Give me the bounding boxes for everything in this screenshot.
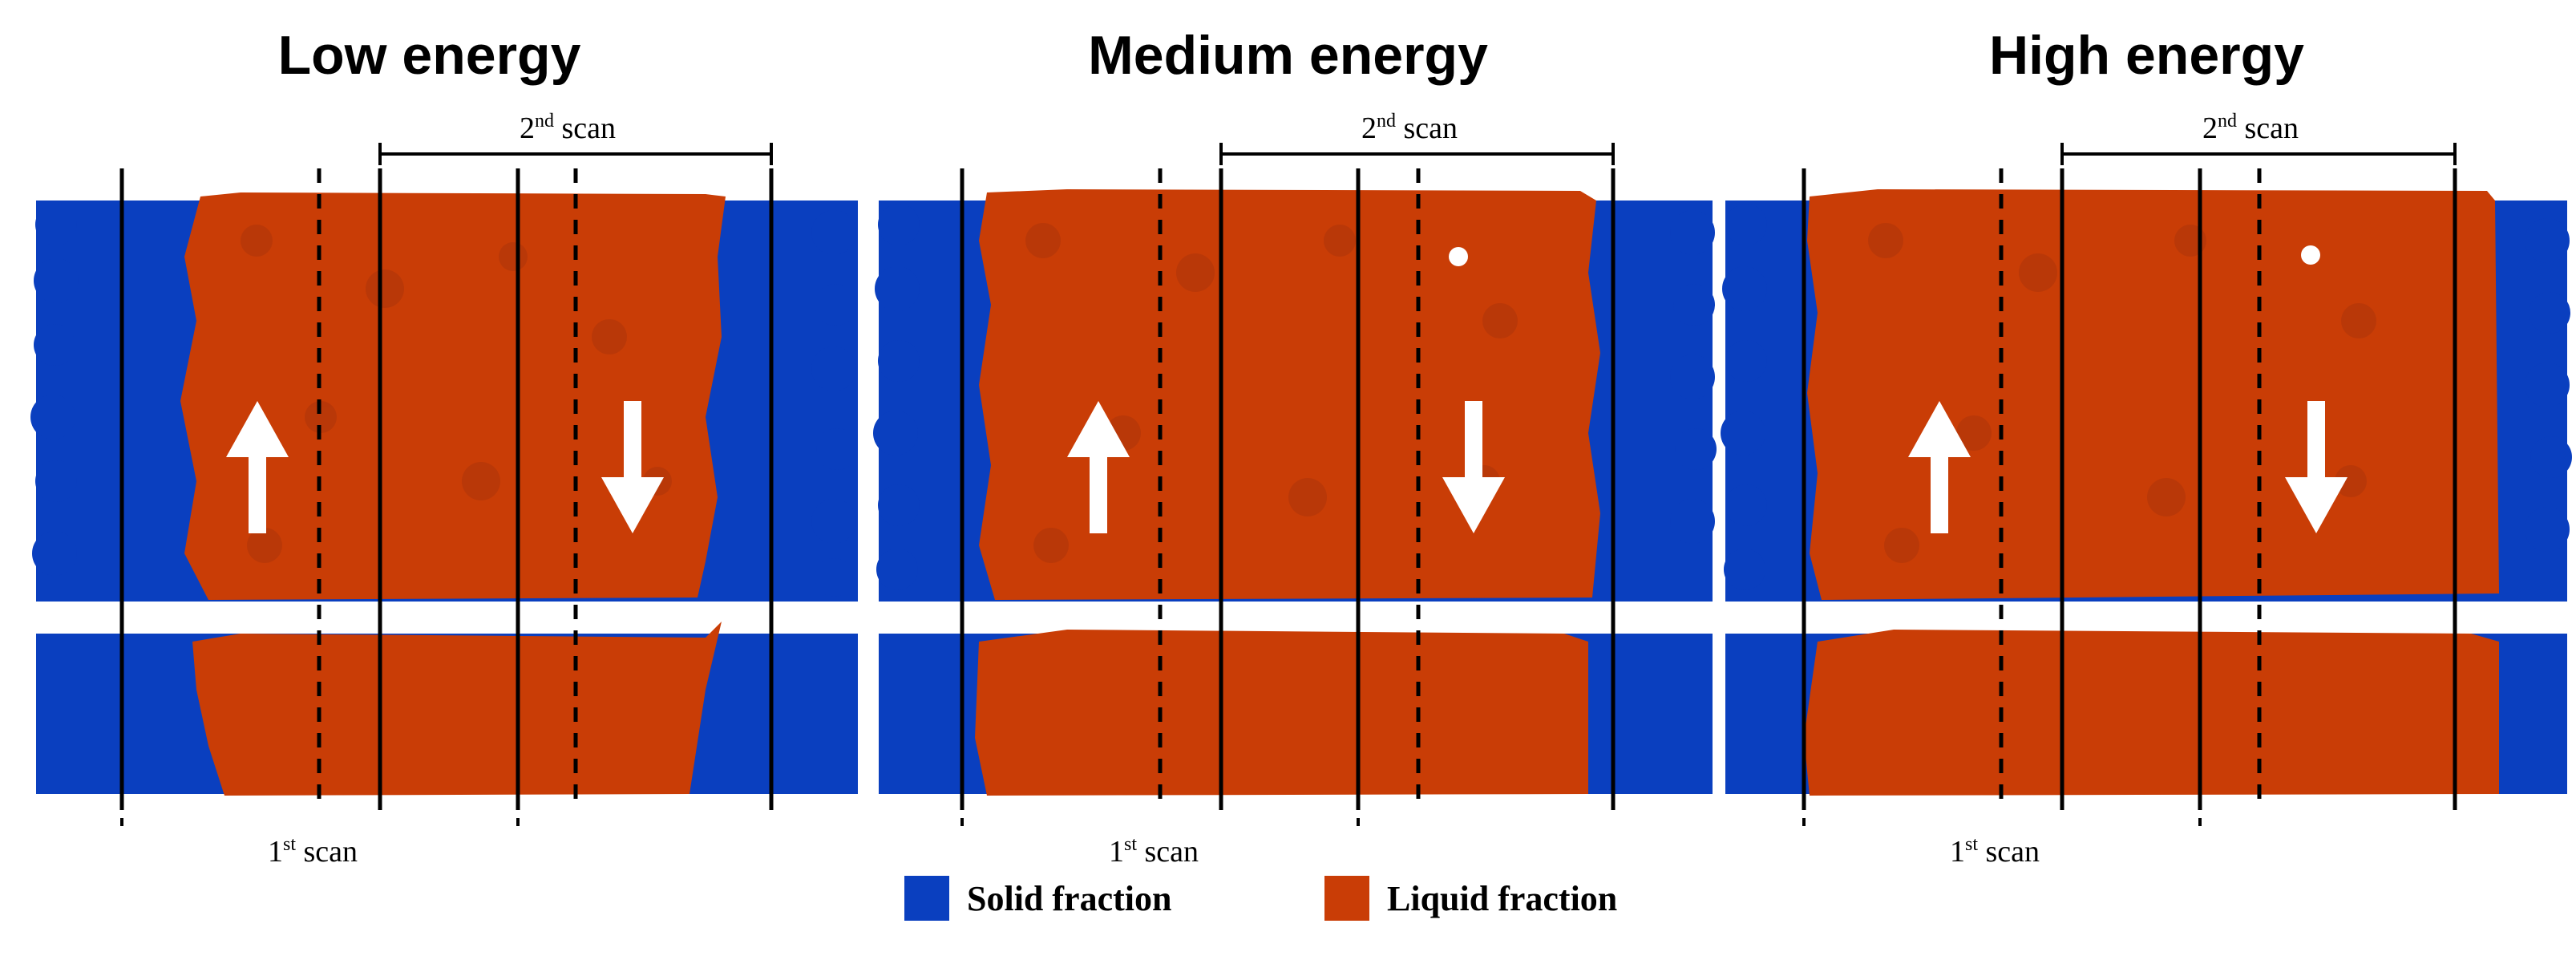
- liquid-region: [180, 192, 726, 600]
- top-block: [1721, 189, 2572, 602]
- arrow-up-icon: [226, 401, 289, 533]
- arrow-up-icon: [1908, 401, 1971, 533]
- powder-bed-diagram: [30, 143, 858, 826]
- scan-boundary-lines: [119, 168, 774, 810]
- scan2-bracket: [1219, 143, 1615, 165]
- top-block: [30, 192, 858, 602]
- liquid-region: [192, 622, 722, 796]
- scan-center-lines: [1158, 168, 1421, 810]
- panel-high-energy: High energy: [1717, 0, 2576, 869]
- legend-solid-label: Solid fraction: [967, 878, 1172, 918]
- scan1-label: 1st scan: [268, 834, 358, 869]
- liquid-region: [1804, 630, 2499, 796]
- arrow-down-icon: [1442, 401, 1505, 533]
- powder-particles: [1721, 204, 2572, 590]
- liquid-texture: [1025, 223, 1518, 563]
- scan2-bracket: [2060, 143, 2457, 165]
- legend-solid: Solid fraction: [904, 870, 1171, 926]
- liquid-swatch: [1324, 876, 1369, 921]
- scan-boundary-lines: [960, 168, 1616, 810]
- pore: [2301, 245, 2320, 265]
- scan1-bracket: [1802, 818, 2202, 826]
- pore: [1449, 247, 1468, 266]
- scan-center-lines: [317, 168, 578, 810]
- scan2-label: 2nd scan: [2202, 111, 2299, 145]
- powder-particles: [30, 204, 858, 597]
- scan1-bracket: [960, 818, 1360, 826]
- legend-liquid-label: Liquid fraction: [1387, 878, 1618, 918]
- bottom-block: [1725, 630, 2567, 796]
- legend-liquid: Liquid fraction: [1324, 870, 1617, 926]
- panel-low-energy: Low energy: [0, 0, 859, 869]
- arrow-down-icon: [601, 401, 664, 533]
- powder-particles: [873, 204, 1717, 590]
- panel-medium-energy: Medium energy: [859, 0, 1717, 869]
- solid-swatch: [904, 876, 949, 921]
- top-block: [873, 189, 1717, 602]
- scan-center-lines: [1999, 168, 2262, 810]
- scan2-label: 2nd scan: [1361, 111, 1458, 145]
- panel-title: Medium energy: [1088, 25, 1488, 86]
- panel-title: High energy: [1989, 25, 2304, 86]
- powder-bed-diagram: [873, 143, 1717, 826]
- scan-boundary-lines: [1802, 168, 2457, 810]
- arrow-up-icon: [1067, 401, 1130, 533]
- bottom-block: [36, 622, 858, 796]
- liquid-region: [979, 189, 1600, 600]
- scan2-bracket: [378, 143, 773, 165]
- scan1-label: 1st scan: [1109, 834, 1199, 869]
- scan2-label: 2nd scan: [520, 111, 617, 145]
- arrow-down-icon: [2285, 401, 2348, 533]
- liquid-region: [975, 630, 1588, 796]
- scan1-bracket: [120, 818, 520, 826]
- panel-title: Low energy: [277, 25, 581, 86]
- scan1-label: 1st scan: [1950, 834, 2040, 869]
- bottom-block: [879, 630, 1713, 796]
- powder-bed-diagram: [1721, 143, 2572, 826]
